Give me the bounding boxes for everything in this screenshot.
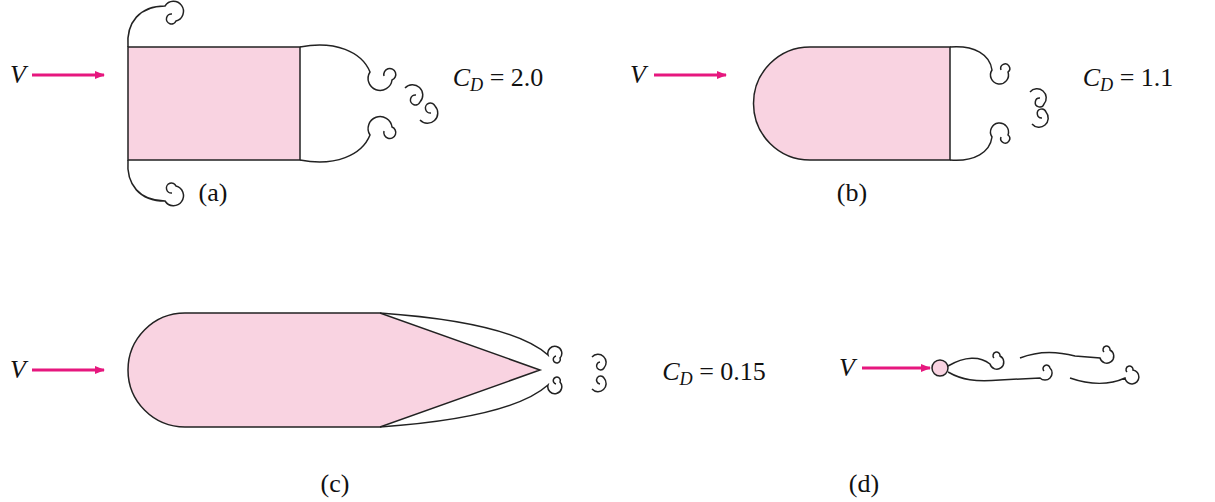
panel-letter: (b) bbox=[837, 179, 867, 208]
velocity-symbol: V bbox=[10, 61, 26, 90]
bodies bbox=[128, 47, 950, 427]
velocity-symbol: V bbox=[10, 356, 26, 385]
drag-coefficient: CD = 2.0 bbox=[453, 64, 544, 93]
panel-letter: (c) bbox=[321, 470, 350, 499]
velocity-symbol: V bbox=[630, 61, 646, 90]
vortex-lines bbox=[128, 1, 1139, 427]
drag-coefficient: CD = 1.1 bbox=[1083, 64, 1174, 93]
velocity-symbol: V bbox=[839, 354, 855, 383]
panel-letter: (d) bbox=[849, 470, 879, 499]
panel-letter: (a) bbox=[199, 179, 228, 208]
drag-coefficient: CD = 0.15 bbox=[662, 358, 766, 387]
